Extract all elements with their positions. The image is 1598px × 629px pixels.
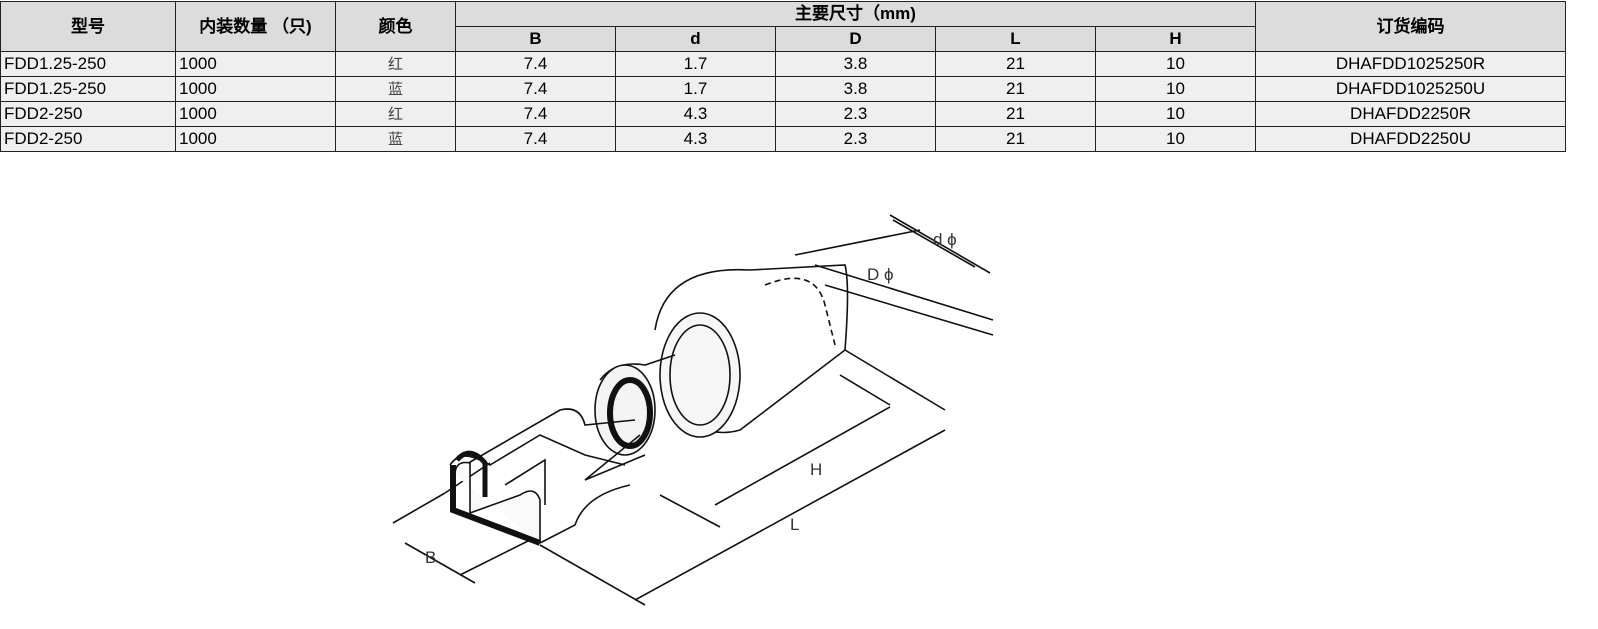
cell-quantity: 1000 bbox=[175, 76, 336, 102]
label-L: L bbox=[790, 515, 799, 534]
header-L: L bbox=[935, 26, 1096, 52]
cell-D: 3.8 bbox=[775, 51, 936, 77]
cell-H: 10 bbox=[1094, 126, 1257, 152]
cell-B: 7.4 bbox=[455, 51, 616, 77]
connector-diagram: d ϕ D ϕ H L B bbox=[345, 165, 1020, 617]
cell-L: 21 bbox=[935, 76, 1096, 102]
cell-B: 7.4 bbox=[455, 126, 616, 152]
cell-d: 1.7 bbox=[615, 76, 776, 102]
cell-model: FDD1.25-250 bbox=[0, 76, 176, 102]
spec-table: 型号 内装数量 （只) 颜色 主要尺寸（mm) 订货编码 B d D L H F… bbox=[0, 1, 1567, 152]
cell-H: 10 bbox=[1094, 101, 1257, 127]
cell-quantity: 1000 bbox=[175, 126, 336, 152]
header-B: B bbox=[455, 26, 616, 52]
label-B: B bbox=[425, 548, 436, 567]
cell-d: 4.3 bbox=[615, 126, 776, 152]
cell-model: FDD2-250 bbox=[0, 101, 176, 127]
header-quantity: 内装数量 （只) bbox=[175, 1, 336, 52]
header-dimensions: 主要尺寸（mm) bbox=[454, 1, 1257, 27]
label-d-diameter: d ϕ bbox=[933, 230, 957, 249]
header-model: 型号 bbox=[0, 1, 176, 52]
cell-H: 10 bbox=[1094, 76, 1257, 102]
cell-color: 红 bbox=[335, 101, 456, 127]
cell-L: 21 bbox=[935, 126, 1096, 152]
cell-d: 4.3 bbox=[615, 101, 776, 127]
cell-D: 2.3 bbox=[775, 101, 936, 127]
cell-code: DHAFDD2250U bbox=[1255, 126, 1567, 152]
header-D: D bbox=[775, 26, 936, 52]
cell-color: 红 bbox=[335, 51, 456, 77]
cell-code: DHAFDD2250R bbox=[1255, 101, 1567, 127]
cell-quantity: 1000 bbox=[175, 101, 336, 127]
header-H: H bbox=[1094, 26, 1257, 52]
cell-B: 7.4 bbox=[455, 101, 616, 127]
cell-L: 21 bbox=[935, 101, 1096, 127]
header-d: d bbox=[615, 26, 776, 52]
cell-quantity: 1000 bbox=[175, 51, 336, 77]
label-D-diameter: D ϕ bbox=[867, 265, 894, 284]
cell-D: 3.8 bbox=[775, 76, 936, 102]
cell-H: 10 bbox=[1094, 51, 1257, 77]
cell-code: DHAFDD1025250R bbox=[1255, 51, 1567, 77]
cell-model: FDD1.25-250 bbox=[0, 51, 176, 77]
cell-L: 21 bbox=[935, 51, 1096, 77]
label-H: H bbox=[810, 460, 822, 479]
cell-B: 7.4 bbox=[455, 76, 616, 102]
cell-color: 蓝 bbox=[335, 76, 456, 102]
cell-color: 蓝 bbox=[335, 126, 456, 152]
cell-model: FDD2-250 bbox=[0, 126, 176, 152]
cell-code: DHAFDD1025250U bbox=[1255, 76, 1567, 102]
cell-d: 1.7 bbox=[615, 51, 776, 77]
header-color: 颜色 bbox=[335, 1, 456, 52]
header-order-code: 订货编码 bbox=[1255, 1, 1567, 52]
cell-D: 2.3 bbox=[775, 126, 936, 152]
